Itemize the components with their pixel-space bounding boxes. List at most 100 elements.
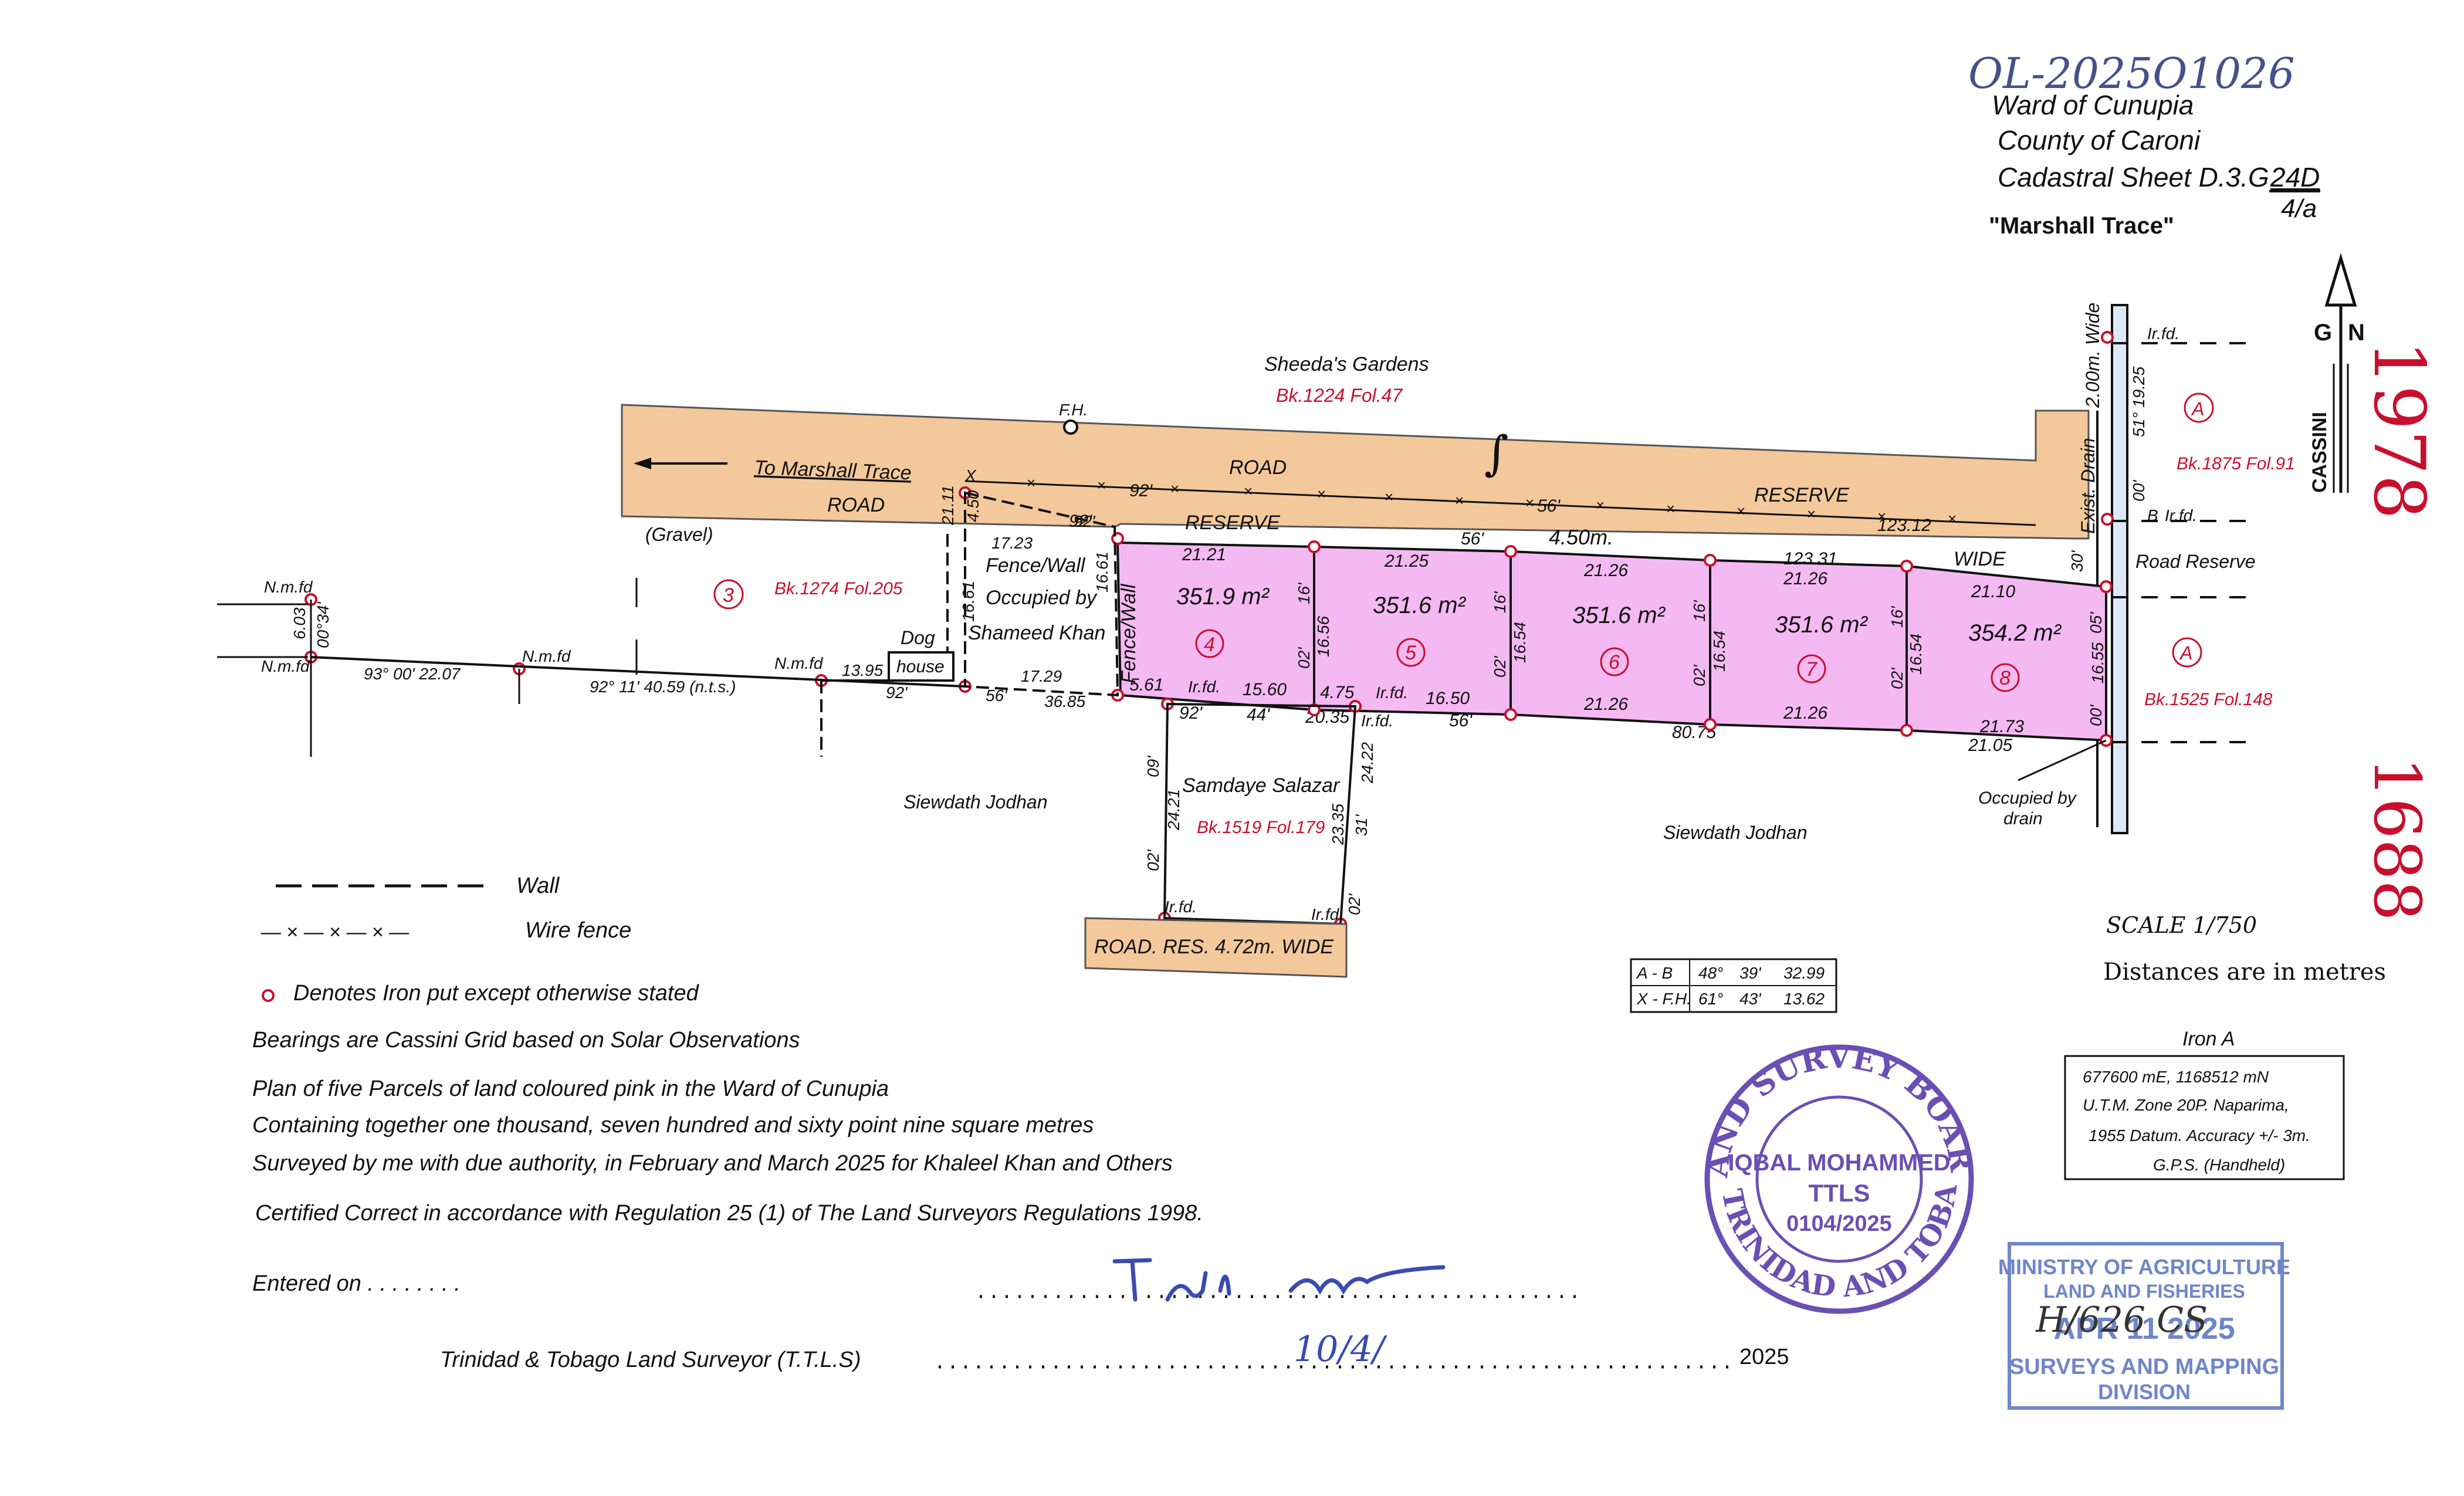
ministry-line-4: DIVISION <box>2098 1380 2191 1404</box>
svg-text:×: × <box>1097 476 1106 494</box>
parcel-6-number: 6 <box>1609 651 1620 673</box>
gravel-label: (Gravel) <box>645 524 713 545</box>
dim-21-11: 21.11 <box>939 485 957 526</box>
bearings-note: Bearings are Cassini Grid based on Solar… <box>252 1028 800 1052</box>
road-reserve-east-label: Road Reserve <box>2135 551 2256 572</box>
parcel-8-number: 8 <box>1999 667 2011 689</box>
ministry-date: APR 11 2025 <box>2053 1312 2235 1346</box>
nmfd-3: N.m.fd <box>522 647 571 665</box>
dim-road-lower-2: 56' <box>1461 529 1484 549</box>
containing-note: Containing together one thousand, seven … <box>252 1113 1094 1138</box>
ministry-line-2: LAND AND FISHERIES <box>2043 1281 2245 1302</box>
svg-text:×: × <box>1596 496 1605 514</box>
samdaye-dim-23-35: 23.35 <box>1329 804 1347 845</box>
svg-text:×: × <box>1877 507 1886 525</box>
parcel-7-area: 351.6 m² <box>1775 612 1869 638</box>
bearing-row-2-from: X - F.H. <box>1636 990 1691 1008</box>
dog-label: Dog <box>901 627 935 648</box>
surveyed-note: Surveyed by me with due authority, in Fe… <box>252 1151 1173 1176</box>
dim-bottom-6: 21.26 <box>1583 695 1628 714</box>
ministry-stamp <box>2008 1242 2284 1410</box>
ministry-handwritten: H/626 CS <box>2035 1299 2208 1341</box>
fence-wall-vertical: Fence/Wall <box>1118 583 1140 683</box>
khan-occupied-area <box>964 491 1119 697</box>
baseline-bearing-2: 92° 11' 40.59 (n.t.s.) <box>590 678 736 696</box>
county-label: County of Caroni <box>1998 125 2201 155</box>
siewdath-west: Siewdath Jodhan <box>903 791 1048 813</box>
dim-road-upper-2: 56' <box>1537 496 1561 516</box>
dim-side-4w: 16.61 <box>1093 551 1111 593</box>
samdaye-dim-24-22: 24.22 <box>1358 742 1376 784</box>
dim-5-61: 5.61 <box>1129 675 1163 695</box>
dim-road-upper-3: 123.12 <box>1877 516 1931 535</box>
parcel-8-badge <box>1991 663 2020 692</box>
wire-fence-legend-icon: — × — × — × — <box>261 921 409 943</box>
dim-bottom-8: 21.73 <box>1979 717 2024 736</box>
west-bearing: 00°34' <box>314 601 332 648</box>
cadastral-sheet-label: Cadastral Sheet D.3.G. <box>1998 162 2277 192</box>
dim-side-7w: 16.54 <box>1710 631 1728 672</box>
bearing-16-8: 16' <box>1888 605 1906 628</box>
road-reserve-bottom <box>1084 917 1348 978</box>
a-mark-bottom: A <box>2179 642 2192 664</box>
dim-92-baseline: 92' <box>886 683 908 702</box>
irfd-5: Ir.fd. <box>1311 905 1343 923</box>
bearing-side-6: 02' <box>1491 655 1509 678</box>
dim-bottom-4: 15.60 <box>1243 680 1287 699</box>
bearing-row-2-deg: 61° <box>1698 990 1723 1008</box>
a-mark-top: A <box>2191 398 2204 419</box>
north-n-label: N <box>2348 320 2365 346</box>
drain-width-label: 2.00m. Wide <box>2082 303 2103 408</box>
reference-number: OL-2025O1026 <box>1968 49 2295 98</box>
bearing-row-2-dist: 13.62 <box>1783 990 1825 1008</box>
parcel-5-area: 351.6 m² <box>1373 593 1467 618</box>
west-dim-6-03: 6.03 <box>290 607 309 639</box>
units-label: Distances are in metres <box>2103 959 2386 986</box>
nmfd-4: N.m.fd <box>774 654 824 672</box>
drain-label: Exist. Drain <box>2077 438 2099 534</box>
road-label-center: ROAD <box>1229 456 1287 479</box>
parcel-4-area: 351.9 m² <box>1176 584 1270 610</box>
north-arrow-icon <box>2324 253 2357 493</box>
svg-text:×: × <box>1170 480 1179 497</box>
iron-a-title: Iron A <box>2182 1028 2235 1050</box>
bearing-top-6: 16' <box>1491 591 1509 613</box>
dim-side-8e: 16.55 <box>2089 642 2107 683</box>
svg-text:×: × <box>1385 488 1393 506</box>
x-marker-label: X <box>964 466 977 485</box>
samdaye-bearing-02-e: 02' <box>1345 893 1363 915</box>
samdaye-lot <box>1163 702 1357 926</box>
svg-text:×: × <box>1027 474 1035 492</box>
dim-top-5: 21.25 <box>1384 551 1429 571</box>
bearing-row-1-dist: 32.99 <box>1783 964 1825 982</box>
reserve-label-center: RESERVE <box>1185 512 1280 534</box>
bearing-side-8e-top: 05' <box>2087 611 2105 634</box>
baseline-bearing-1: 93° 00' 22.07 <box>364 665 461 683</box>
samdaye-bearing-02-w: 02' <box>1144 849 1162 871</box>
dim-4-75: 4.75 <box>1320 683 1355 702</box>
dim-17-23: 17.23 <box>991 534 1033 552</box>
shameed-khan-label: Shameed Khan <box>968 622 1105 644</box>
dim-side-8w: 16.54 <box>1907 634 1925 675</box>
plan-title: "Marshall Trace" <box>1989 213 2174 239</box>
svg-text:×: × <box>1317 485 1326 503</box>
bearing-side-8e-bottom: 00' <box>2087 704 2105 726</box>
irfd-2: Ir.fd. <box>1376 683 1408 702</box>
a-badge-top <box>2184 392 2214 423</box>
margin-number-top: 1978 <box>2358 340 2439 519</box>
iron-a-line-1: 677600 mE, 1168512 mN <box>2083 1068 2269 1086</box>
iron-legend-icon <box>262 989 275 1002</box>
irfd-4: Ir.fd. <box>1165 898 1197 916</box>
svg-text:×: × <box>1948 510 1957 527</box>
fence-wall-label: Fence/Wall <box>986 554 1086 577</box>
dim-17-29: 17.29 <box>1021 667 1062 685</box>
bearing-row-1-from: A - B <box>1636 964 1673 982</box>
iron-a-line-2: U.T.M. Zone 20P. Naparima, <box>2083 1096 2289 1114</box>
road-label-west: ROAD <box>827 494 885 516</box>
road-res-bottom-label: ROAD. RES. 4.72m. WIDE <box>1094 936 1333 958</box>
nmfd-2: N.m.fd <box>261 657 310 675</box>
fire-hydrant-icon <box>1063 419 1078 435</box>
wide-label: WIDE <box>1954 548 2006 570</box>
iron-a-line-3: 1955 Datum. Accuracy +/- 3m. <box>2089 1126 2310 1145</box>
